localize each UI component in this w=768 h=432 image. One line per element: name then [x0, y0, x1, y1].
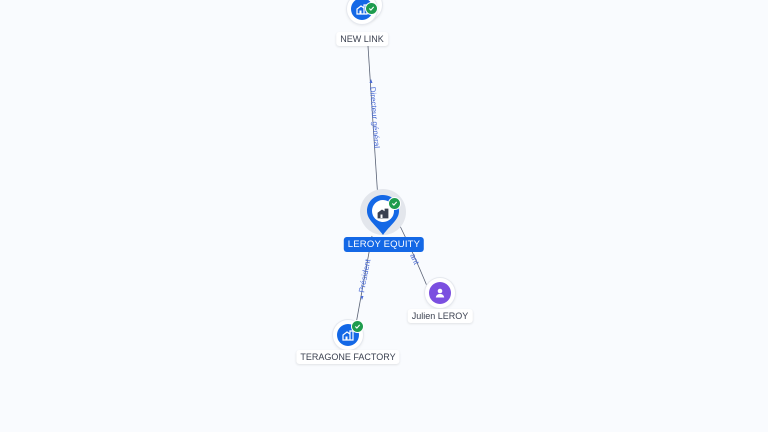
verified-check-icon	[388, 197, 401, 210]
node-label: NEW LINK	[336, 32, 388, 46]
edge-directeur-general[interactable]: Directeur général	[367, 45, 381, 201]
edge-label-julien: ant	[408, 252, 421, 267]
edge-label-directeur-general: Directeur général	[368, 87, 381, 149]
verified-check-icon	[351, 320, 364, 333]
node-label: TERAGONE FACTORY	[296, 350, 400, 364]
edge-arrow-icon	[369, 79, 373, 83]
node-circle	[425, 278, 455, 308]
edge-julien-leroy[interactable]: ant	[397, 221, 428, 287]
verified-check-icon	[365, 2, 378, 15]
node-label-focused: LEROY EQUITY	[343, 237, 425, 252]
edge-arrow-icon	[360, 296, 364, 300]
edge-label-president: Président	[357, 258, 372, 294]
person-icon	[429, 282, 451, 304]
building-icon	[377, 206, 389, 224]
node-label: Julien LEROY	[407, 309, 473, 323]
